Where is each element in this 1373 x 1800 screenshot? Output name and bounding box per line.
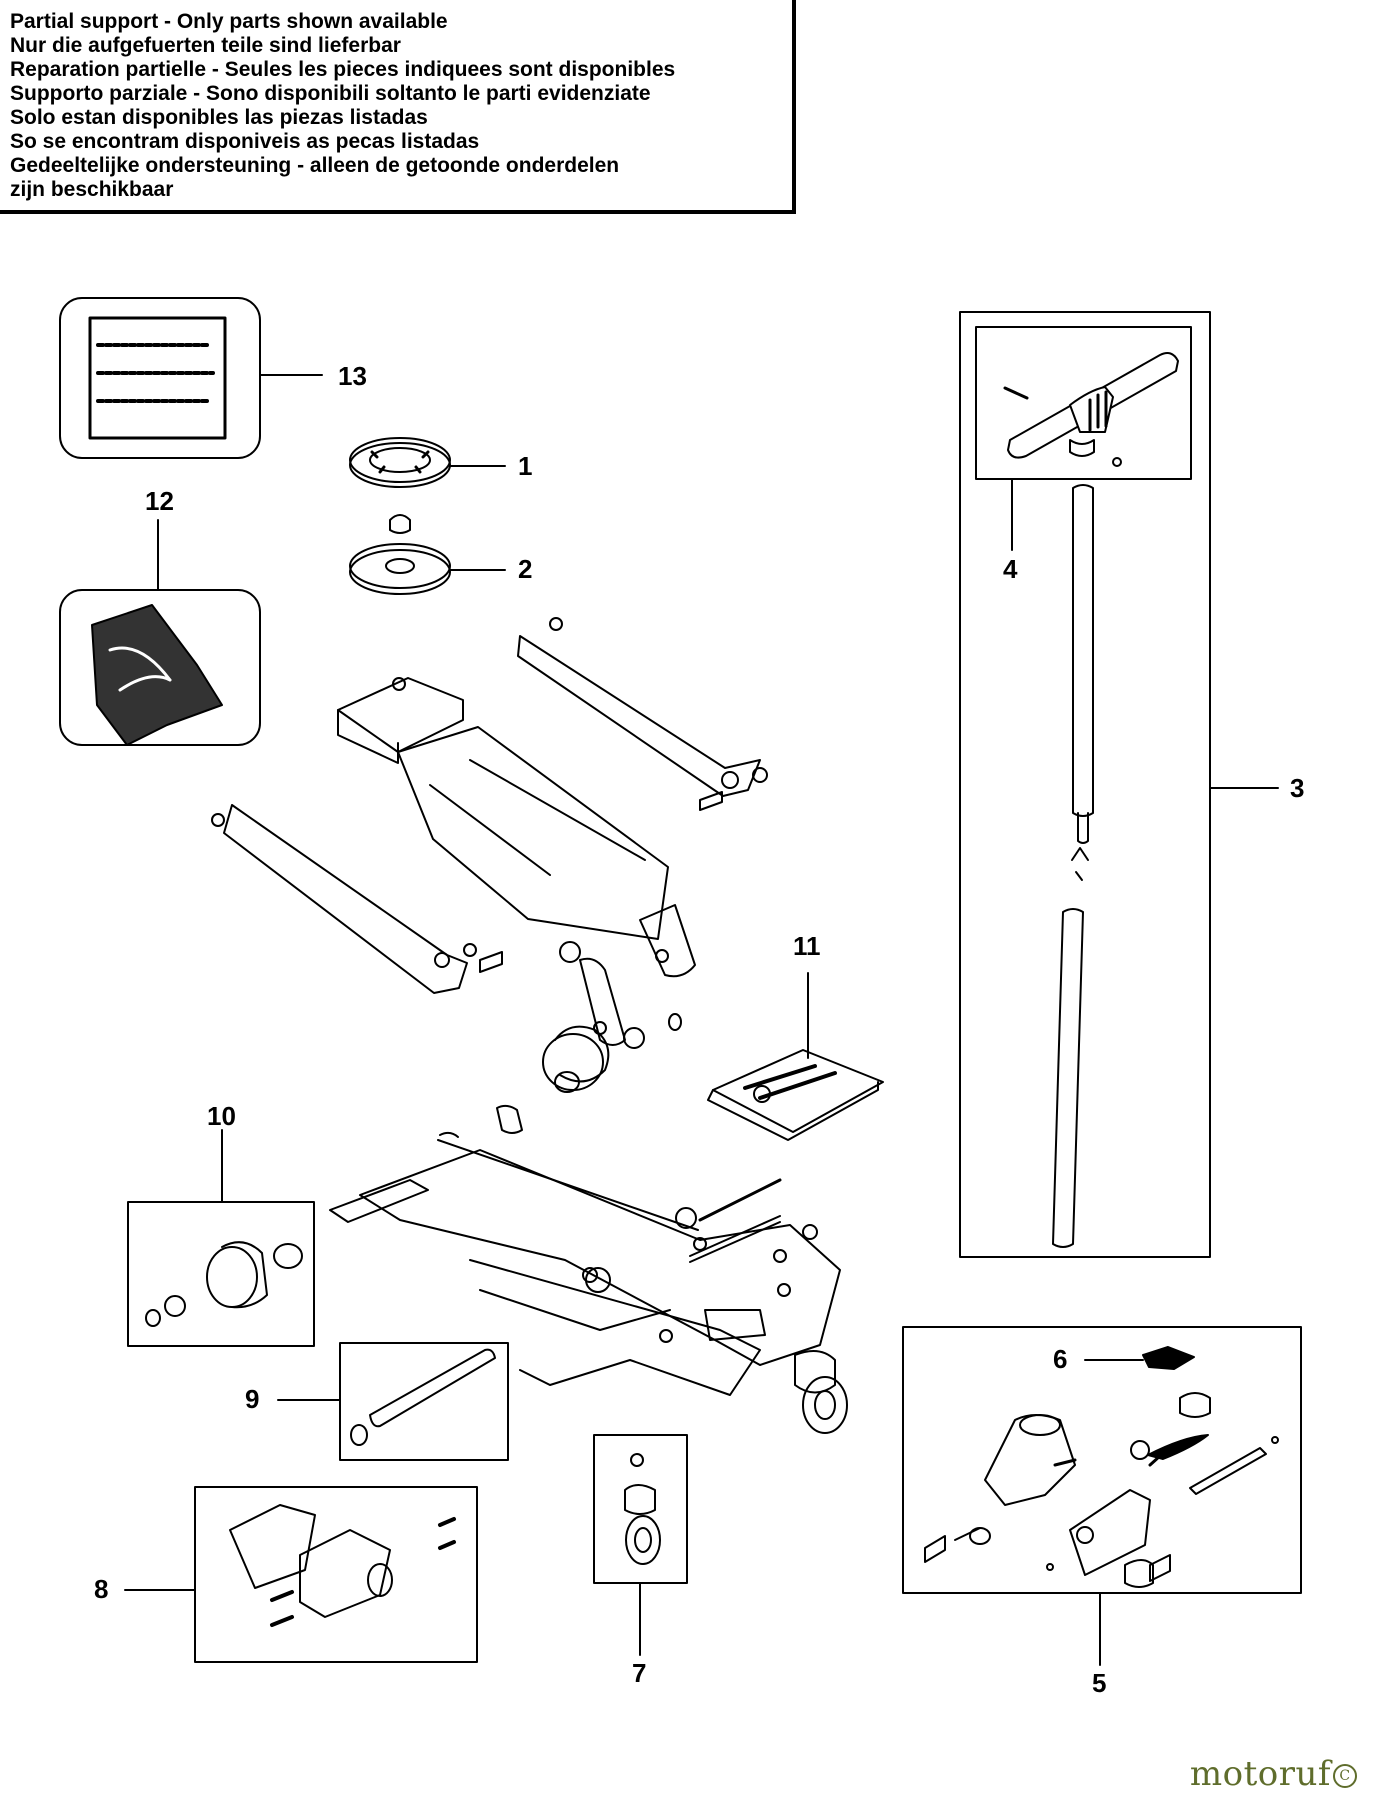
part-2-saddle[interactable] bbox=[349, 514, 506, 595]
callout-12: 12 bbox=[145, 486, 174, 516]
callout-7: 7 bbox=[632, 1658, 646, 1688]
notice-line: So se encontram disponiveis as pecas lis… bbox=[10, 130, 480, 153]
callout-9: 9 bbox=[245, 1384, 259, 1414]
notice-line: Solo estan disponibles las piezas listad… bbox=[10, 106, 428, 129]
part-6-insert[interactable] bbox=[1084, 1346, 1195, 1370]
rear-roller bbox=[496, 1013, 682, 1134]
part-9-axle[interactable] bbox=[277, 1342, 509, 1461]
lifting-arm-assembly bbox=[211, 617, 768, 1046]
part-10-rear-wheel-set[interactable] bbox=[127, 1129, 315, 1347]
part-11-tray[interactable] bbox=[707, 972, 884, 1141]
callout-4: 4 bbox=[1003, 554, 1018, 584]
callout-8: 8 bbox=[94, 1574, 108, 1604]
part-1-saddle-pad[interactable] bbox=[349, 437, 506, 488]
callout-5: 5 bbox=[1092, 1668, 1106, 1698]
part-12-seal-kit[interactable] bbox=[59, 519, 261, 746]
callout-3: 3 bbox=[1290, 773, 1304, 803]
notice-line: Supporto parziale - Sono disponibili sol… bbox=[10, 82, 651, 105]
brand-name: motoruf bbox=[1189, 1754, 1331, 1794]
notice-line: zijn beschikbaar bbox=[10, 178, 174, 201]
partial-support-notice: Partial support - Only parts shown avail… bbox=[0, 0, 796, 214]
part-7-caster[interactable] bbox=[593, 1434, 688, 1656]
notice-line: Partial support - Only parts shown avail… bbox=[10, 10, 448, 33]
callout-11: 11 bbox=[793, 931, 821, 961]
notice-line: Gedeeltelijke ondersteuning - alleen de … bbox=[10, 154, 620, 177]
copyright-icon: C bbox=[1333, 1764, 1357, 1788]
part-13-label-sheet[interactable] bbox=[59, 297, 323, 459]
callout-1: 1 bbox=[518, 451, 532, 481]
notice-line: Nur die aufgefuerten teile sind lieferba… bbox=[10, 34, 401, 57]
notice-line: Reparation partielle - Seules les pieces… bbox=[10, 58, 676, 81]
part-5-pedal-assembly[interactable] bbox=[902, 1326, 1302, 1666]
callout-10: 10 bbox=[207, 1101, 236, 1131]
part-4-handle-grip[interactable] bbox=[975, 326, 1192, 551]
main-chassis bbox=[329, 1085, 848, 1434]
callout-6: 6 bbox=[1053, 1344, 1067, 1374]
part-3-handle-assembly[interactable] bbox=[959, 311, 1279, 1258]
callout-2: 2 bbox=[518, 554, 532, 584]
part-8-pump-unit[interactable] bbox=[124, 1486, 478, 1663]
callout-13: 13 bbox=[338, 361, 367, 391]
